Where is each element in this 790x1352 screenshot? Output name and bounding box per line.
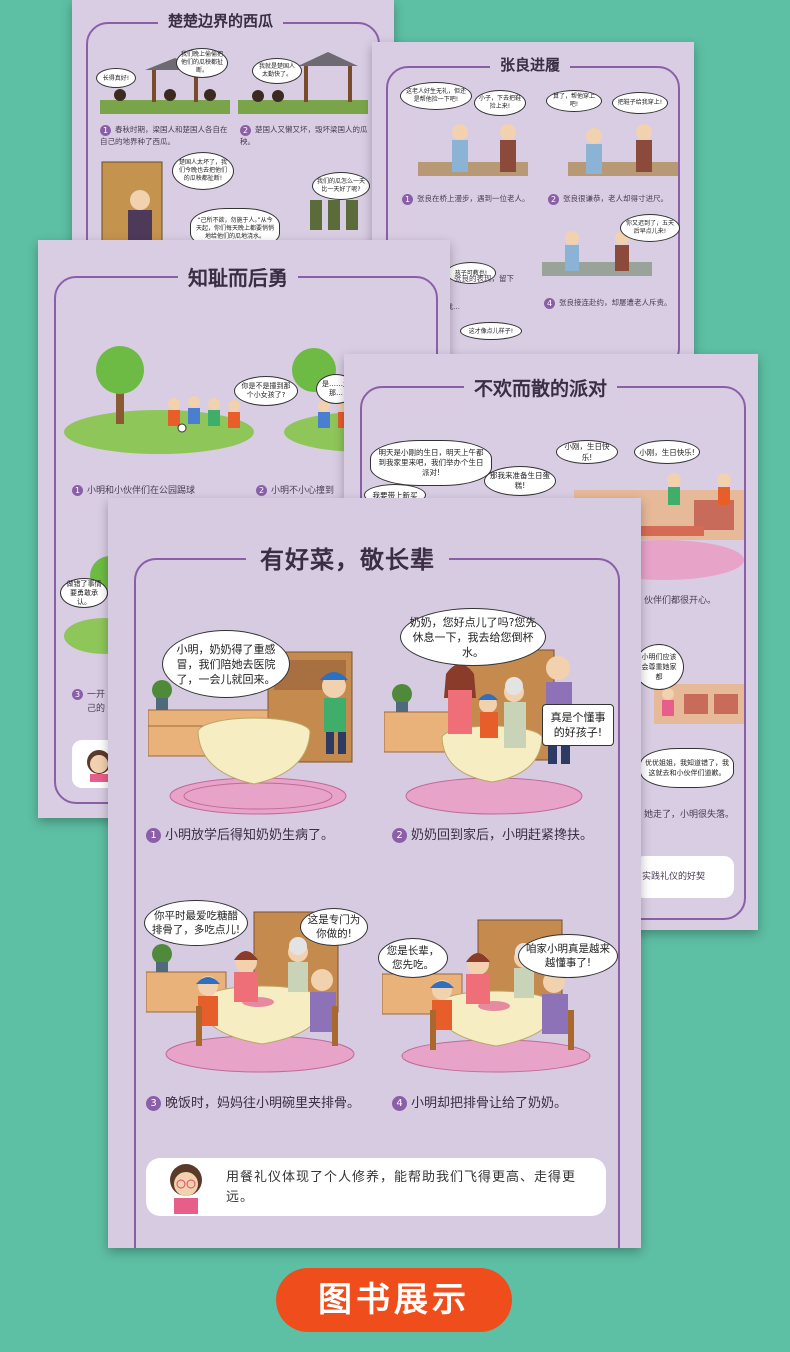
illustration-bridge-scene-2 (542, 231, 652, 276)
step-number: 1 (100, 124, 111, 136)
teacher-avatar (87, 750, 111, 782)
speech-bubble: 长得真好! (96, 68, 136, 88)
step-number: 3 (72, 689, 83, 700)
speech-bubble: 算了，帮他穿上吧! (546, 90, 602, 112)
step-number: 2 (392, 828, 407, 843)
illustration-bridge-scene (418, 124, 678, 176)
step-number: 2 (240, 124, 251, 136)
illustration-panel-4 (382, 919, 591, 1073)
speech-bubble: 小子，下去把鞋捡上来! (474, 90, 526, 116)
footer-box: 用餐礼仪体现了个人修养，能帮助我们飞得更高、走得更远。 (146, 1158, 606, 1216)
speech-bubble: 你平时最爱吃糖醋排骨了，多吃点儿! (144, 900, 248, 946)
page-title: 不欢而散的派对 (464, 374, 618, 401)
speech-bubble: 孩子可教也! (446, 262, 496, 284)
footer-text: 实践礼仪的好契 (642, 872, 706, 882)
speech-bubble: 奶奶，您好点儿了吗?您先休息一下，我去给您倒杯水。 (400, 608, 546, 666)
step-number: 2 (548, 193, 559, 205)
speech-bubble: 咱家小明真是越来越懂事了! (518, 934, 618, 978)
partial-bubble-text: 我… (446, 303, 460, 311)
illustration-pavilion-scene (100, 58, 230, 114)
book-page-chu-watermelon: 楚楚边界的西瓜 长得真好! 我们晚上偷偷把他们的瓜秧都扯断。 我就是楚国人太勤快… (72, 0, 394, 250)
step-number: 4 (392, 1096, 407, 1111)
page-title: 张良进履 (490, 54, 571, 75)
page-title: 有好菜，敬长辈 (246, 540, 449, 575)
illustration-panel-3 (146, 911, 355, 1073)
step-number: 1 (402, 193, 413, 205)
footer-text: 用餐礼仪体现了个人修养，能帮助我们飞得更高、走得更远。 (226, 1170, 577, 1205)
speech-bubble: 做错了事情要勇敢承认。 (60, 578, 108, 608)
step-number: 1 (146, 828, 161, 843)
speech-bubble: 小明们应该会尊重她家都 (634, 644, 684, 690)
step-number: 3 (146, 1096, 161, 1111)
caption-4: 她走了，小明很失落。 (644, 810, 735, 820)
speech-bubble: 优优姐姐，我知道错了，我这就去和小伙伴们道歉。 (640, 748, 734, 788)
speech-bubble: 明天是小刚的生日，明天上午都到我家里来吧，我们举办个生日派对! (370, 440, 492, 486)
speech-bubble: 我们的瓜怎么一天比一天好了呢? (312, 172, 370, 200)
step-number: 1 (72, 485, 83, 496)
footer-box (634, 856, 734, 898)
speech-bubble: 小刚，生日快乐! (634, 440, 700, 464)
speech-bubble: 我就是楚国人太勤快了。 (252, 58, 302, 84)
speech-bubble: 小明，奶奶得了重感冒，我们陪她去医院了，一会儿就回来。 (162, 630, 290, 698)
speech-bubble: 把鞋子给我穿上! (612, 92, 668, 114)
speech-bubble: 这是专门为你做的! (300, 908, 368, 946)
speech-bubble: 真是个懂事的好孩子! (542, 704, 614, 746)
speech-bubble: 你是不是撞到那个小女孩了? (234, 376, 298, 406)
step-number: 4 (544, 297, 555, 309)
speech-bubble: 您是长辈，您先吃。 (378, 938, 448, 978)
grass (100, 100, 230, 114)
book-display-banner: 图书展示 (276, 1268, 512, 1332)
speech-bubble: 这才像点儿样子! (460, 322, 522, 340)
speech-bubble: 这老人好生无礼，但还是帮他捡一下吧! (400, 82, 472, 110)
speech-bubble: 你又迟到了，五天后早点儿来! (620, 214, 680, 242)
step-number: 2 (256, 485, 267, 496)
speech-bubble: 我们晚上偷偷把他们的瓜秧都扯断。 (176, 48, 228, 78)
teacher-avatar (170, 1164, 202, 1214)
speech-bubble: 小刚，生日快乐! (556, 440, 618, 464)
page-title: 知耻而后勇 (178, 262, 298, 291)
caption-2: 伙伴们都很开心。 (644, 596, 717, 606)
illustration-living-room-2 (654, 684, 744, 724)
page-title: 楚楚边界的西瓜 (158, 10, 284, 31)
speech-bubble: 那我来准备生日蛋糕! (484, 466, 556, 496)
speech-bubble: 楚国人太坏了，我们今晚也去把他们的瓜秧都扯断! (172, 152, 234, 190)
illustration-pavilion-scene-2 (238, 52, 368, 114)
partial-caption: 张良的表现，留下 (454, 274, 514, 283)
